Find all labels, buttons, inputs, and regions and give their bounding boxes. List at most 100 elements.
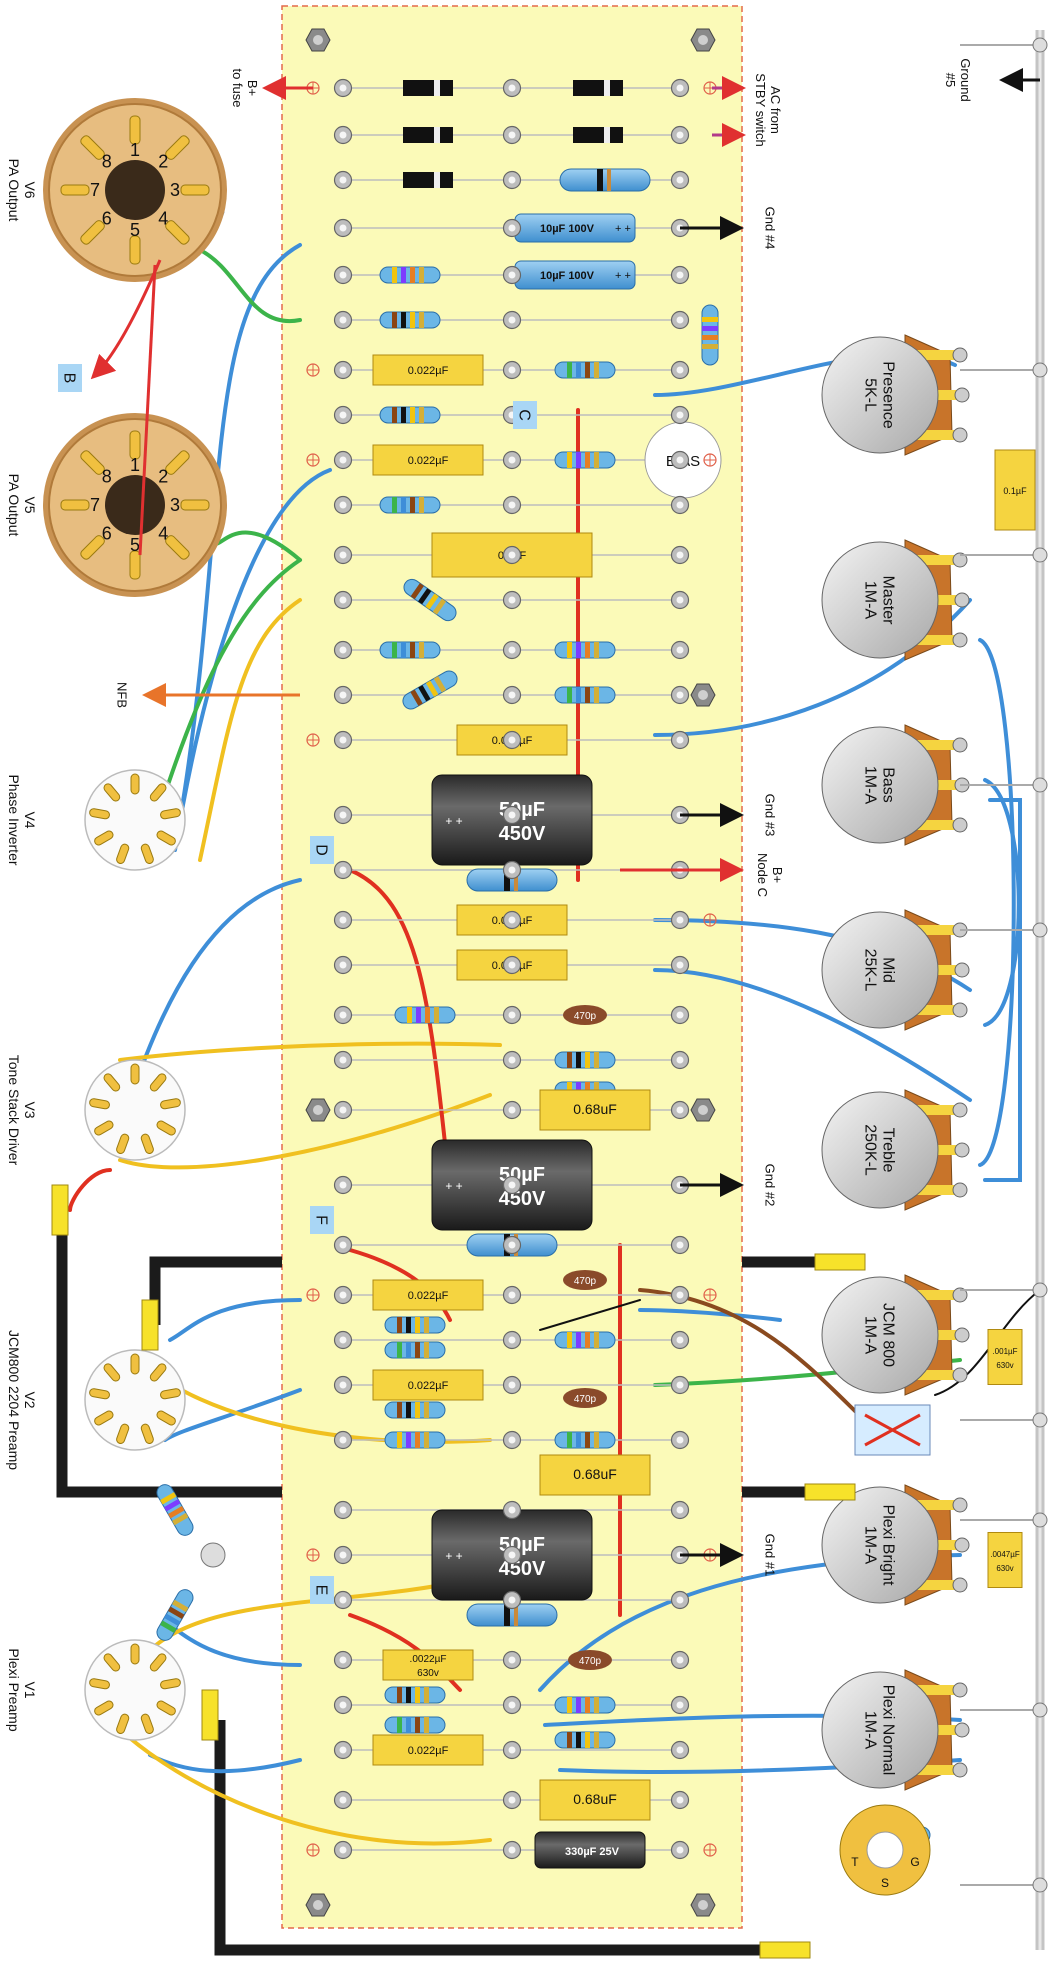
resistor — [379, 641, 441, 659]
wire — [198, 248, 302, 324]
shield-connector — [141, 1299, 159, 1351]
tube-label: Tone Stack Driver — [6, 1055, 22, 1166]
pin-number: 2 — [158, 152, 168, 172]
cap: 0.1µF — [994, 449, 1036, 531]
wire-yellow — [198, 598, 302, 862]
tube-label: V5 — [22, 496, 38, 513]
tube-pin — [80, 450, 105, 475]
resistor — [379, 266, 441, 284]
wire — [68, 1168, 112, 1212]
tube-pin — [89, 1388, 110, 1400]
pot-label: 1M-A — [861, 766, 878, 805]
jack-pin-label: G — [910, 1855, 919, 1869]
tube-pin — [103, 1073, 121, 1092]
ceramic-label: 470p — [574, 1011, 597, 1022]
resistor — [379, 311, 441, 329]
tube-pin — [149, 783, 167, 802]
tube-label: Plexi Preamp — [6, 1648, 22, 1731]
cap-label: 630v — [417, 1668, 439, 1679]
tube-pin — [160, 808, 181, 820]
tube-pin — [129, 235, 141, 265]
tube-pin — [94, 1120, 114, 1136]
pot-lug — [952, 1682, 968, 1698]
label-b-plus-fuse: B+ — [245, 80, 260, 96]
pot-lug — [954, 1142, 970, 1158]
ceramic-cap: 470p — [563, 1005, 607, 1025]
resistor — [554, 686, 616, 704]
cap-label: 0.022µF — [408, 1380, 449, 1392]
tube-pin — [116, 1133, 130, 1154]
resistor — [554, 1331, 616, 1349]
node-label: E — [310, 1576, 334, 1604]
tube-v4 — [84, 769, 186, 871]
label-ground: Gnd #4 — [762, 207, 777, 250]
pin-number: 8 — [102, 152, 112, 172]
resistor — [554, 1051, 616, 1069]
svg-text:+ +: + + — [445, 814, 462, 828]
pin-number: 5 — [130, 220, 140, 240]
resistor — [384, 1716, 446, 1734]
tube-pin — [94, 1700, 114, 1716]
resistor — [394, 1006, 456, 1024]
node-letter: E — [312, 1585, 329, 1596]
cap-label: 630v — [996, 1361, 1013, 1370]
tube-pin — [156, 1700, 176, 1716]
cap-label: 0.68uF — [573, 1466, 617, 1482]
svg-text:+ +: + + — [615, 270, 631, 282]
channel-switch — [854, 1404, 931, 1456]
ceramic-label: 470p — [579, 1656, 602, 1667]
tube-pin — [89, 1678, 110, 1690]
resistor — [379, 496, 441, 514]
electrolytic-cap: 10µF 100V+ + — [514, 260, 636, 290]
pot-lug — [954, 1537, 970, 1553]
cap-label: 0.022µF — [408, 1745, 449, 1757]
wire — [348, 868, 452, 1192]
cap-label: 630v — [996, 1564, 1013, 1573]
shield-connector — [814, 1253, 866, 1271]
pot-lug — [952, 1102, 968, 1118]
tube-pin — [60, 499, 90, 511]
ecap-label: 10µF 100V — [540, 223, 595, 235]
node-letter: D — [312, 844, 329, 856]
pot-label: 1M-A — [861, 581, 878, 620]
ground-lug — [1032, 547, 1048, 563]
film-cap — [559, 168, 651, 192]
tube-pin — [130, 773, 140, 795]
tube-pin — [180, 499, 210, 511]
wire — [168, 1623, 302, 1667]
pot-label: 1M-A — [861, 1316, 878, 1355]
node-letter: C — [515, 409, 532, 421]
resistor — [554, 1431, 616, 1449]
electrolytic-cap: 10µF 100V+ + — [514, 213, 636, 243]
pot-label: Plexi Normal — [879, 1685, 896, 1776]
tube-pin — [140, 1713, 154, 1734]
ground-lug — [1032, 922, 1048, 938]
pin-number: 5 — [130, 535, 140, 555]
shield-connector — [201, 1689, 219, 1741]
tube-pin — [156, 1120, 176, 1136]
pot-label: Master — [879, 576, 896, 626]
tube-pin — [89, 808, 110, 820]
tube-label: JCM800 2204 Preamp — [6, 1330, 22, 1470]
ceramic-cap: 470p — [568, 1650, 612, 1670]
wire-green — [148, 558, 302, 842]
tube-pin — [116, 843, 130, 864]
tube-pin — [130, 1643, 140, 1665]
pot-label: Treble — [879, 1128, 896, 1173]
ground-lug — [1032, 1877, 1048, 1893]
tube-pin — [80, 535, 105, 560]
pot-lug — [952, 632, 968, 648]
label-b-plus-node-c: Node C — [755, 853, 770, 897]
resistor — [701, 304, 719, 366]
tube-pin — [94, 1410, 114, 1426]
tube-label: V3 — [22, 1101, 38, 1118]
tube-label: V6 — [22, 181, 38, 198]
pot-lug — [952, 1762, 968, 1778]
resistor — [379, 406, 441, 424]
ground-lug — [1032, 777, 1048, 793]
